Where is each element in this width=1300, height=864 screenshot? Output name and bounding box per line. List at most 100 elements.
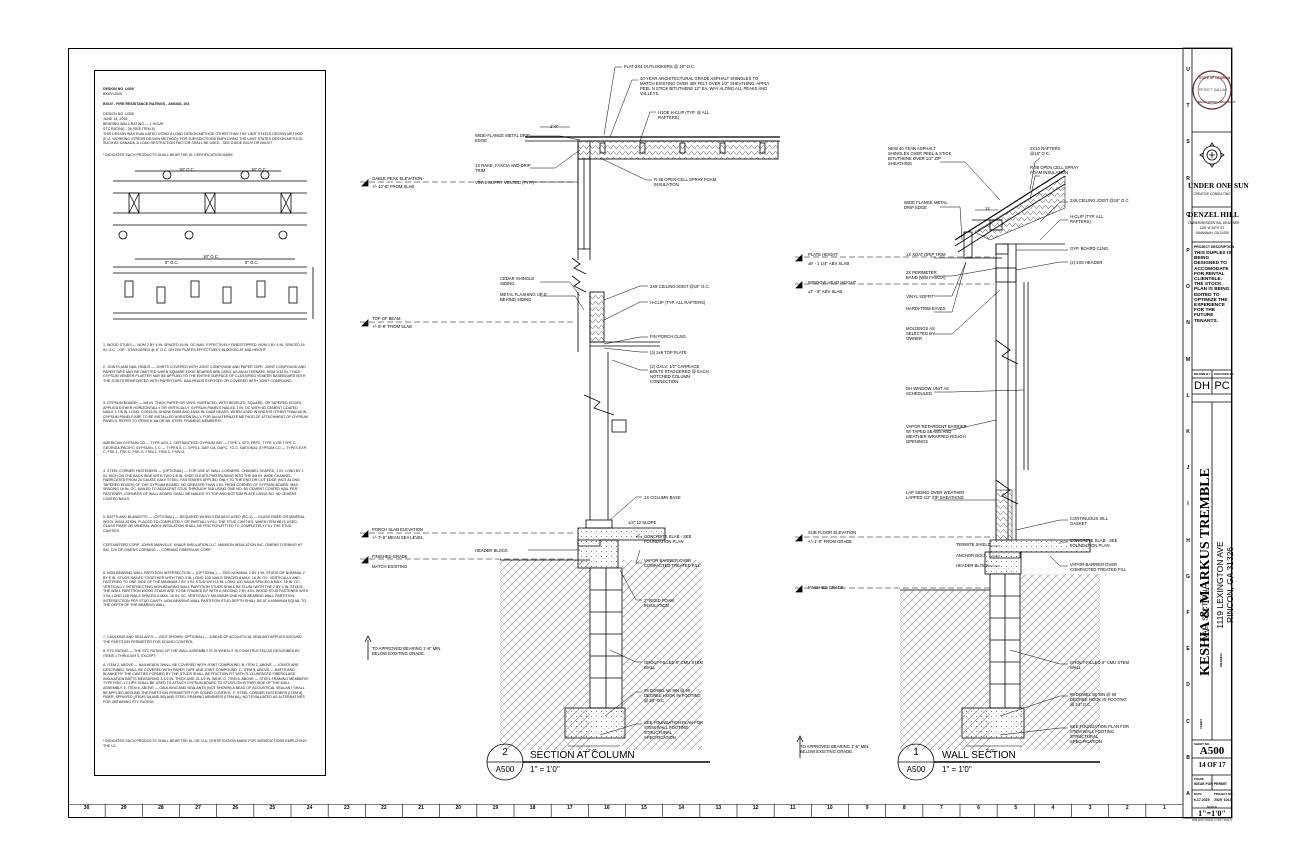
label-concrete-slab: CONCRETE SLAB - SEE FOUNDATION PLAN (644, 534, 692, 544)
column-grid-lines (68, 804, 1183, 818)
drawn-by-label: DRAWN BY (1194, 372, 1211, 376)
label-vapor-1: VAPOR BARRIER OVER COMPACTED TREATED FIL… (1070, 562, 1127, 572)
label-ceiling-joist-1: 2X8 CEILING JOIST @16" O.C. (1070, 198, 1130, 203)
owner-address-1: 1151 W 40TH ST (1199, 226, 1225, 230)
checked-by: PC (1214, 380, 1230, 392)
column-grid-label: 9 (865, 805, 869, 811)
row-grid-label: K (1186, 429, 1190, 435)
label-ceiling-joist: 2X8 CEILING JOIST @16" O.C. (650, 284, 710, 289)
row-grid-label: E (1186, 646, 1190, 653)
row-grid-label: A (1186, 790, 1190, 797)
row-grid-label: J (1186, 465, 1190, 472)
label-dowel: #5 DOWEL W/ 8IN @ 90 DEGREE HOOK IN FOOT… (644, 688, 701, 703)
label-vinyl-soffit: VINYL SOFFIT (906, 294, 934, 299)
row-grid-label: P (1186, 248, 1190, 255)
label-see-found-1: SEE FOUNDATION PLAN FOR STEM WALL FOOTIN… (1070, 724, 1130, 744)
rating-bearing: BEARING WALL RATING — 1 HOUR (103, 122, 164, 126)
sheet-of: 14 OF 17 (1198, 761, 1226, 769)
column-grid-label: 20 (455, 805, 462, 811)
row-grid-label: C (1186, 718, 1190, 725)
label-approved-1: TO APPROVED BEARING 1'-6" MIN. BELOW EXI… (800, 744, 870, 754)
dim-16oc-a: 16" O.C. (179, 167, 195, 172)
label-header-block-1: HEADER BLOCK (956, 563, 989, 568)
scale-value: 1"=1'0" (1198, 809, 1226, 818)
label-sill: CONTINUOUS SILL GASKET (1070, 516, 1108, 526)
note-8: 8. STC RATING — THE STC RATING OF THE WA… (103, 649, 300, 658)
column-grid-label: 26 (232, 805, 239, 811)
label-window-dim: ±7' - 8" ABV SLAB (808, 289, 843, 294)
column-grid-label: 29 (120, 805, 127, 811)
label-lap: LAP SIDING OVER WEATHER LAPPED 1/2" ZIP … (906, 490, 965, 500)
label-hclip-2: H-CLIP (TYP. ALL RAFTERS) (650, 300, 706, 305)
design-category: BXUV - FIRE RESISTANCE RATINGS - ANSI/UL… (103, 102, 190, 106)
label-drip-edge: WIDE-FLANGE METAL DRIP EDGE (475, 133, 530, 143)
column-grid-label: 22 (381, 805, 387, 811)
column-grid-label: 14 (678, 805, 685, 811)
design-number: DESIGN NO. U305 (103, 87, 134, 91)
note-2: 2. JOINTS AND NAIL HEADS — JOINTS COVERE… (103, 365, 306, 383)
label-anchor: ANCHOR BOLT (956, 553, 986, 558)
ul-design-notes-panel: DESIGN NO. U305 BXUV.U305 BXUV - FIRE RE… (94, 70, 326, 776)
label-top-plate: (2) 2x6 TOP PLATE (650, 350, 687, 355)
label-outlookers: FLAT 2X4 OUTLOOKERS @ 16" O.C. (624, 64, 696, 69)
design-sub: BXUV.U305 (103, 92, 123, 96)
label-finished-grade: FINISHED GRADE (372, 554, 408, 559)
row-grid-label: S (1186, 139, 1190, 146)
section1-sheet: A500 (906, 765, 926, 774)
row-grid-label: R (1186, 175, 1190, 182)
label-top-beam-dim: +/- 8'-9" FROM SLAB (372, 324, 412, 329)
label-carriage: (2) GALV. 1/2" CARRIAGE BOLTS STAGGERED … (650, 364, 709, 384)
label-shingles: 40-YEAR ARCHITECTURAL GRADE ASPHALT SHIN… (640, 76, 770, 96)
seal-name: PETER T. GALLIAS (1199, 88, 1228, 92)
row-grid-label: H (1186, 537, 1190, 544)
column-grid-label: 3 (1088, 805, 1092, 811)
column-grid-label: 7 (940, 805, 943, 811)
column-grid-bar (68, 804, 1183, 818)
column-grid-label: 8 (902, 805, 906, 811)
label-slope: 1/4":12 SLOPE (628, 520, 657, 525)
column-grid-label: 18 (529, 805, 536, 811)
column-grid-label: 12 (752, 805, 759, 811)
design-date: JUNE 14, 2016 (103, 117, 128, 121)
section2-number: 2 (502, 747, 508, 758)
label-gyp: GYP. BOARD CLNG. (1070, 246, 1110, 251)
date-label: DATE: (1194, 792, 1203, 796)
label-sub-floor: SUB FLOOR ELEVATION (808, 530, 857, 535)
firm-sub: CREATIVE CONSULTING (1193, 192, 1231, 196)
note-3: 3. GYPSUM BOARD* — 5/8 IN. THICK PAPER O… (103, 401, 309, 424)
owner-role: OWNER/RESIDENTIAL DESIGNER (1188, 221, 1240, 225)
label-gable: GABLE PEAK ELEVATION (372, 176, 423, 181)
note-7: 7. CAULKING AND SEALANTS — (NOT SHOWN, O… (103, 635, 302, 644)
label-grout-1: GROUT-FILLED 8" CMU STEM WALL (1070, 660, 1129, 670)
column-grid-label: 15 (641, 805, 647, 811)
row-grid-label: B (1186, 754, 1190, 761)
label-sub-floor-dim: +/- 1'-0" FROM GRADE (808, 539, 853, 544)
drawing-name: WALL SECTION (1202, 589, 1210, 642)
label-grout: GROUT-FILLED 8" CMU STEM WALL (644, 660, 703, 670)
column-grid-label: 27 (195, 805, 201, 811)
section1-title: WALL SECTION (942, 750, 1016, 761)
firm-name: UNDER ONE SUN (1188, 181, 1249, 190)
row-grid-label: N (1186, 320, 1190, 327)
drawn-by: DH (1194, 380, 1210, 392)
label-cedar: CEDAR SHINGLE SIDING (500, 276, 535, 286)
dim-8oc-a: 8" O.C. (165, 260, 179, 265)
row-grid-label: D (1186, 682, 1190, 689)
label-hclip: H1OE H-CLIP (TYP. @ ALL RAFTERS) (658, 110, 710, 120)
column-grid-label: 16 (604, 805, 610, 811)
phase: ISSUE FOR PERMIT (1194, 782, 1228, 786)
scale-label: SCALE (1206, 805, 1218, 809)
dim-16oc-b: 16" O.C. (251, 167, 267, 172)
dim-top: 1'-0" (550, 124, 559, 129)
section2-scale: 1" = 1'0" (530, 765, 560, 774)
label-gable-dim: +/- 10'-5" FROM SLAB (372, 184, 415, 189)
label-drip-1: WIDE FLANGE METAL DRIP EDGE (904, 200, 948, 210)
note-5: 5. BATTS AND BLANKETS* — (OPTIONAL) — RE… (103, 515, 305, 533)
column-grid-label: 5 (1014, 805, 1018, 811)
label-soffit: VINYL SOFFIT VENTED (TYP.) (475, 180, 534, 185)
column-grid-label: 2 (1125, 805, 1129, 811)
client-label: CLIENT (1199, 718, 1203, 730)
row-grid-label: G (1186, 573, 1190, 580)
description-heading: PROJECT DESCRIPTION (1194, 245, 1235, 249)
